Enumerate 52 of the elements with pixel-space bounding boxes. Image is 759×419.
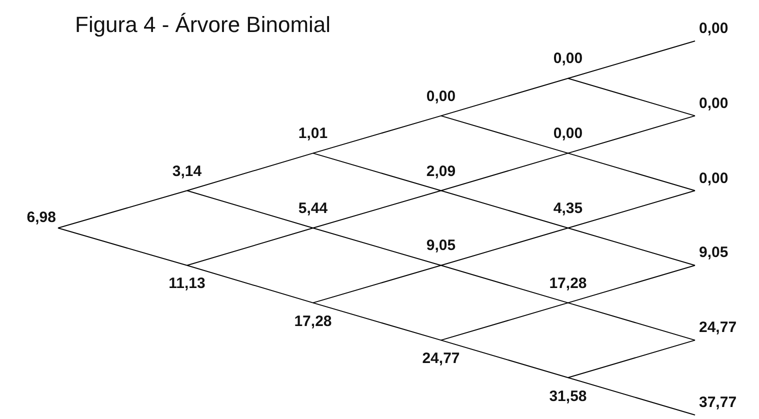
figure-title: Figura 4 - Árvore Binomial [75,12,331,38]
tree-branch [568,340,696,378]
node-value: 9,05 [418,238,464,266]
node-value: 2,09 [418,164,464,191]
node-value: 0,00 [418,88,464,116]
node-value: 24,77 [695,320,741,340]
node-value: 1,01 [290,126,336,154]
node-value: 3,14 [164,164,210,191]
tree-branch [568,78,696,116]
node-value: 24,77 [418,340,464,368]
node-value: 6,98 [10,210,56,226]
tree-branch [186,228,314,266]
node-value: 9,05 [695,245,741,266]
tree-branch [568,190,696,228]
tree-branch [440,264,568,304]
tree-branch [312,228,442,266]
node-value: 0,00 [695,21,741,41]
tree-branch [312,152,442,192]
node-value: 0,00 [545,126,591,154]
tree-branch [58,228,188,266]
node-value: 31,58 [545,378,591,405]
tree-branch [58,190,188,228]
tree-branch [186,152,314,192]
tree-branch [186,264,314,304]
node-value: 37,77 [695,395,741,415]
node-value: 17,28 [290,302,336,330]
tree-branch [440,302,568,341]
node-value: 17,28 [545,276,591,303]
tree-branch [440,115,568,154]
node-value: 0,00 [695,170,741,191]
tree-branch [440,152,568,192]
node-value: 11,13 [164,265,210,292]
tree-branch [440,228,568,266]
tree-branch [440,340,568,378]
tree-branch [568,302,696,341]
tree-branch [312,302,442,341]
node-value: 0,00 [545,51,591,78]
node-value: 5,44 [290,201,336,228]
node-value: 4,35 [545,201,591,228]
tree-branch [568,115,696,154]
tree-branch [568,152,696,192]
tree-branch [440,190,568,228]
tree-branch [186,190,314,228]
tree-branch [568,40,696,79]
tree-branch [568,377,696,416]
tree-branch [312,264,442,304]
tree-branch [312,190,442,228]
node-value: 0,00 [695,96,741,116]
tree-branch [440,78,568,116]
tree-branch [568,228,696,266]
tree-branch [312,115,442,154]
tree-branch [568,264,696,304]
